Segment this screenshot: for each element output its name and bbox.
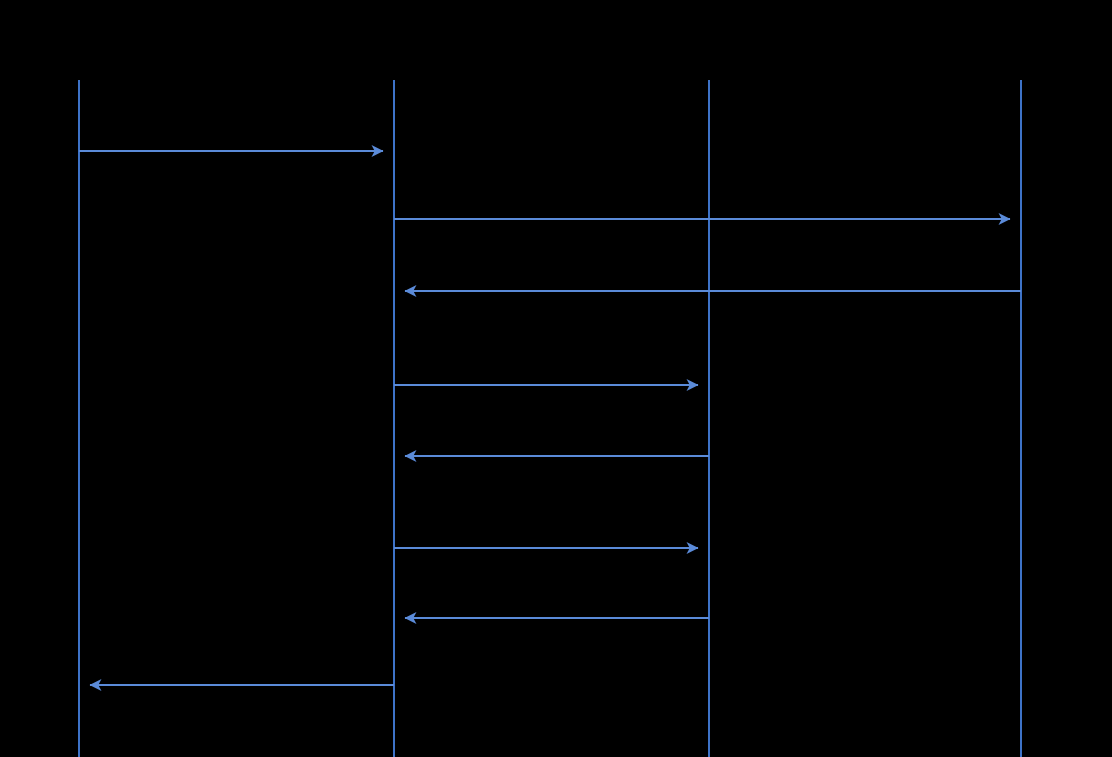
- messages-group: [79, 145, 1021, 691]
- lifelines-group: [78, 80, 1022, 757]
